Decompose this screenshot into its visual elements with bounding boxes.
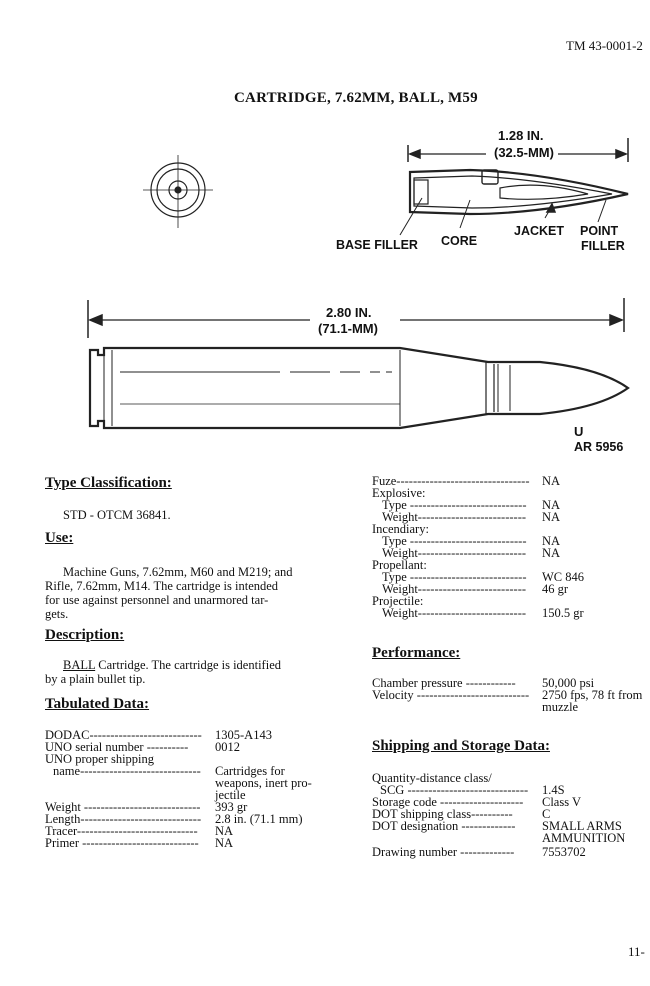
performance-table: Chamber pressure ------------50,000 psi … — [372, 676, 643, 714]
heading-shipping-storage: Shipping and Storage Data: — [372, 738, 550, 754]
heading-description: Description: — [45, 627, 125, 643]
heading-performance: Performance: — [372, 645, 461, 661]
ar-code: AR 5956 — [574, 440, 624, 454]
heading-tabulated-data: Tabulated Data: — [45, 696, 150, 712]
heading-use: Use: — [45, 530, 74, 546]
explosive-data-table: Fuze--------------------------------NA E… — [372, 474, 585, 620]
description-text: BALL Cartridge. The cartridge is identif… — [45, 658, 345, 686]
bullet-length-mm: (32.5-MM) — [492, 145, 556, 160]
description-line: Cartridge. The cartridge is identified — [98, 658, 281, 672]
page-number: 11- — [628, 944, 645, 959]
use-text: Machine Guns, 7.62mm, M60 and M219; and … — [45, 565, 345, 621]
description-line: by a plain bullet tip. — [45, 672, 146, 686]
use-line: Rifle, 7.62mm, M14. The cartridge is int… — [45, 579, 279, 593]
use-line: Machine Guns, 7.62mm, M60 and M219; and — [63, 565, 293, 579]
use-line: for use against personnel and unarmored … — [45, 593, 269, 607]
mark-u: U — [574, 424, 584, 439]
bullet-section — [399, 138, 629, 236]
document-number: TM 43-0001-2 — [566, 38, 643, 53]
cartridge-length-mm: (71.1-MM) — [318, 321, 378, 336]
label-jacket: JACKET — [514, 224, 565, 238]
label-filler: FILLER — [581, 239, 625, 253]
heading-type-classification: Type Classification: — [45, 475, 172, 491]
label-point: POINT — [580, 224, 619, 238]
bullet-length-inches: 1.28 IN. — [498, 128, 544, 143]
cartridge-diagram — [87, 138, 630, 430]
label-core: CORE — [441, 234, 478, 248]
cartridge-base-view — [143, 155, 213, 228]
ball-term: BALL — [63, 658, 96, 672]
page-title: CARTRIDGE, 7.62MM, BALL, M59 — [234, 90, 478, 106]
label-base-filler: BASE FILLER — [336, 238, 418, 252]
cartridge-length-inches: 2.80 IN. — [326, 305, 372, 320]
use-line: gets. — [45, 607, 69, 621]
shipping-storage-table: Quantity-distance class/ SCG -----------… — [372, 771, 626, 859]
tabulated-data-table: DODAC---------------------------1305-A14… — [45, 728, 312, 850]
type-classification-text: STD - OTCM 36841. — [63, 508, 171, 522]
cartridge-side-view — [87, 298, 630, 430]
